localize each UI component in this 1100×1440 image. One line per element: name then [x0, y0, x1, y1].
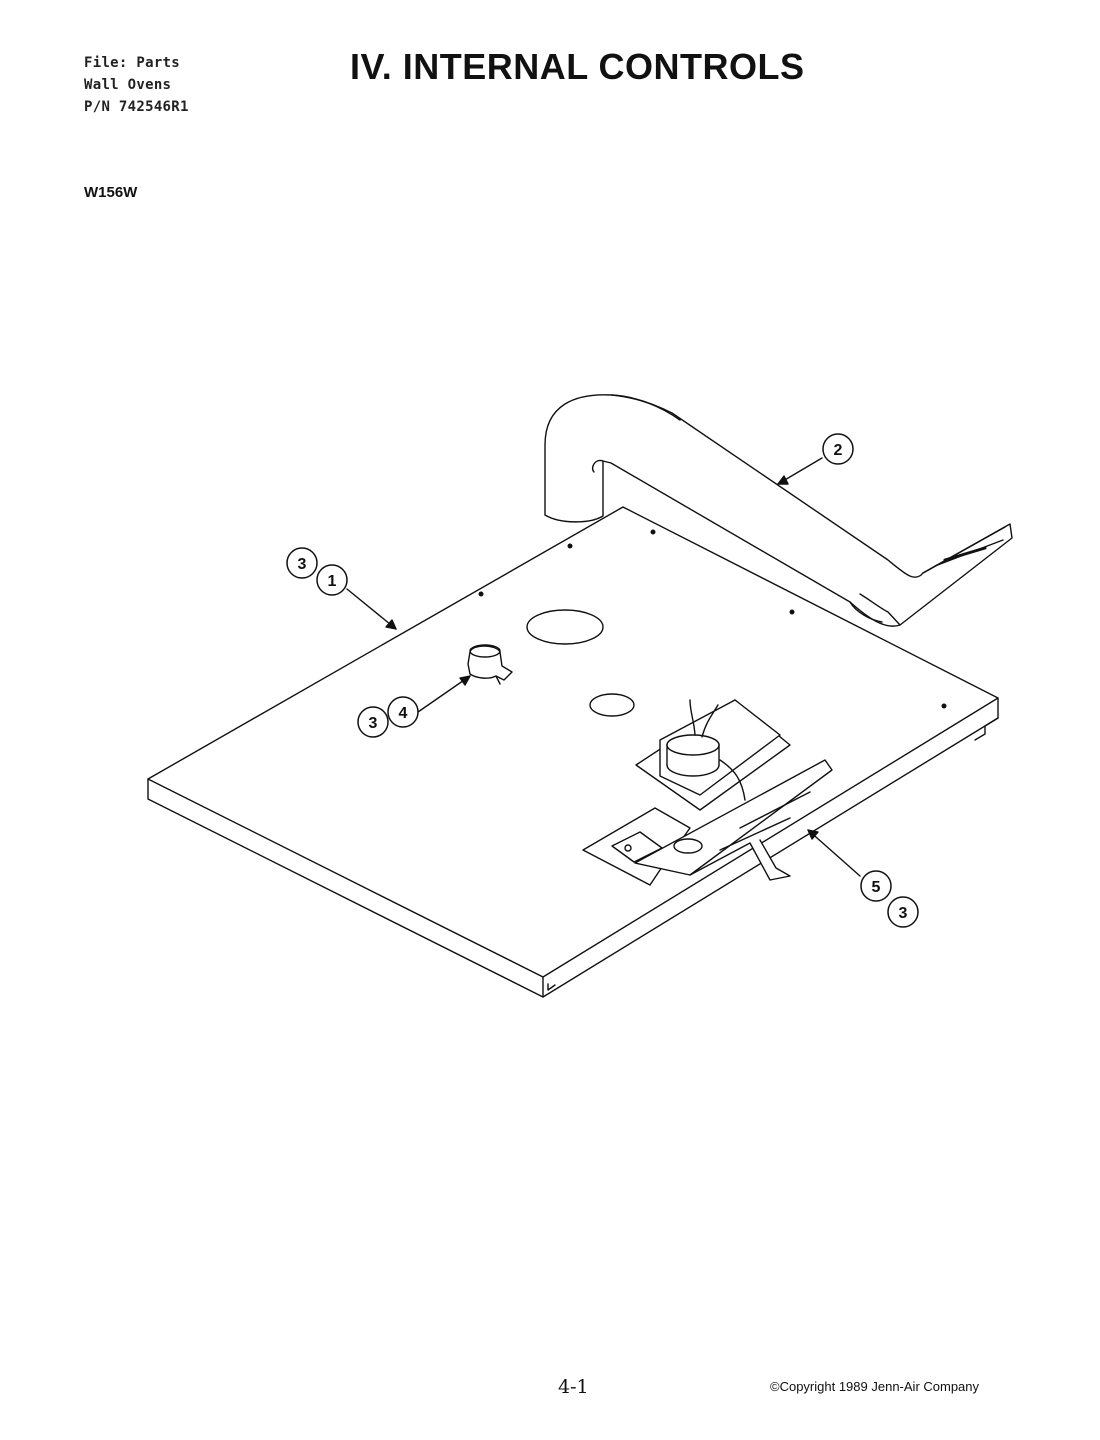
callout-4-label-b: 3 — [899, 905, 908, 922]
panel-hole-large — [526, 609, 604, 645]
callout-3-label-b: 4 — [399, 705, 408, 722]
page-number: 4-1 — [558, 1376, 589, 1398]
callout-3-label-a: 3 — [369, 715, 378, 732]
callout-1-label-a: 3 — [298, 556, 307, 573]
control-panel — [147, 506, 999, 998]
callout-1-label-b: 1 — [328, 573, 337, 590]
page-title: IV. INTERNAL CONTROLS — [350, 46, 805, 87]
file-line-3: P/N 742546R1 — [84, 99, 189, 115]
callout-1: 3 1 — [286, 547, 348, 596]
callout-4-label-a: 5 — [872, 879, 881, 896]
callout-4: 5 3 — [860, 870, 919, 928]
file-line-2: Wall Ovens — [84, 77, 172, 93]
callout-2: 2 — [822, 433, 854, 465]
latch-assembly — [582, 699, 833, 886]
file-line-1: File: Parts — [84, 55, 181, 71]
thermal-switch — [467, 644, 513, 685]
file-info: File: Parts Wall Ovens P/N 742546R1 — [84, 52, 189, 118]
leader-lines — [346, 457, 861, 877]
callout-2-label: 2 — [834, 442, 843, 459]
model-number: W156W — [84, 184, 138, 201]
callout-3: 3 4 — [357, 696, 419, 738]
duct-assembly — [544, 394, 1013, 627]
panel-hole-small — [589, 693, 635, 717]
copyright-notice: ©Copyright 1989 Jenn-Air Company — [770, 1379, 980, 1394]
